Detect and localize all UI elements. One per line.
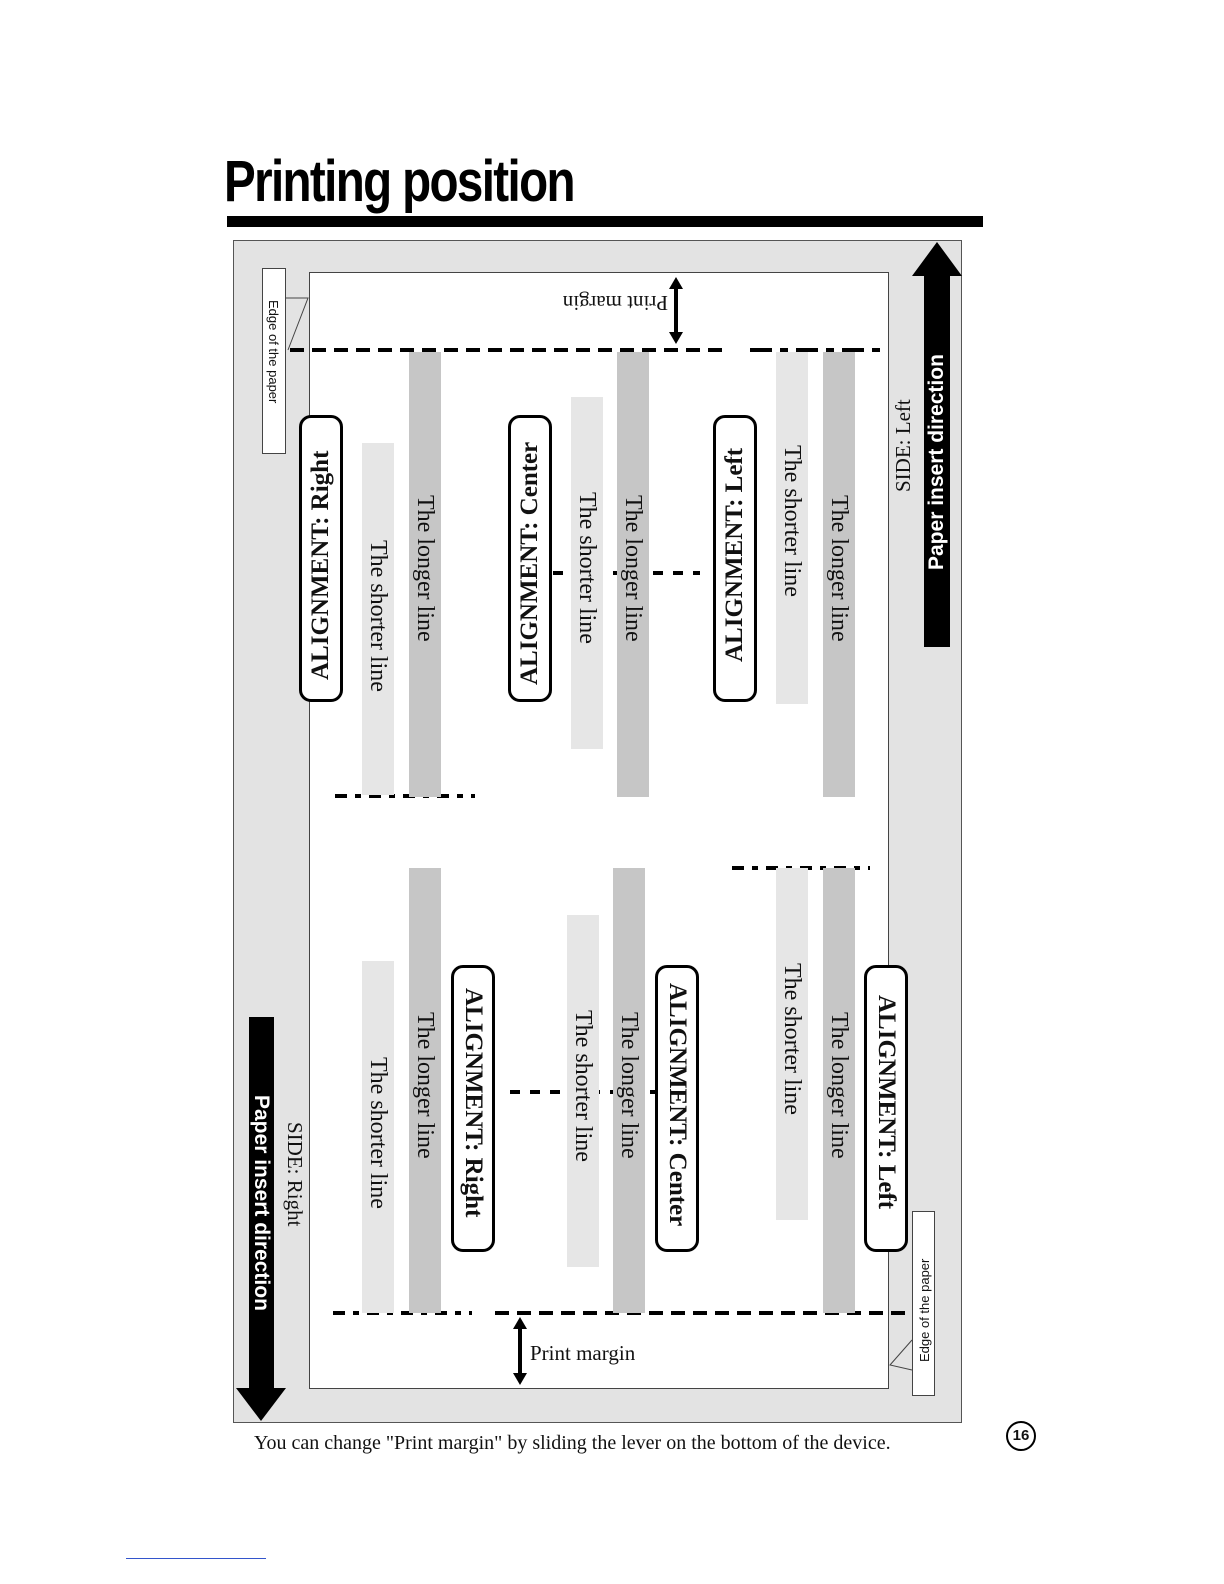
longer-line-label: The longer line <box>620 495 646 642</box>
alignment-center-label-upper: ALIGNMENT: Center <box>516 441 543 685</box>
shorter-line-label: The shorter line <box>365 540 391 692</box>
longer-line-label: The longer line <box>826 1012 852 1159</box>
longer-line-label: The longer line <box>412 495 438 642</box>
shorter-line-label: The shorter line <box>779 445 805 597</box>
alignment-left-label-lower: ALIGNMENT: Left <box>873 995 900 1210</box>
print-margin-label-bottom: Print margin <box>530 1341 636 1365</box>
longer-line-bar <box>823 868 855 1313</box>
alignment-right-label-lower: ALIGNMENT: Right <box>460 988 487 1218</box>
alignment-center-box-upper <box>508 415 552 702</box>
alignment-left-label-upper: ALIGNMENT: Left <box>721 447 748 662</box>
alignment-center-box-lower <box>655 965 699 1252</box>
longer-line-bar <box>613 868 645 1313</box>
side-left-label: SIDE: Left <box>891 399 915 492</box>
longer-line-label: The longer line <box>616 1012 642 1159</box>
longer-line-bar <box>617 352 649 797</box>
page-title: Printing position <box>224 149 576 214</box>
shorter-line-label: The shorter line <box>779 963 805 1115</box>
edge-label-top: Edge of the paper <box>266 300 281 404</box>
alignment-right-label-upper: ALIGNMENT: Right <box>307 450 334 680</box>
side-right-label: SIDE: Right <box>283 1122 307 1227</box>
alignment-left-box-upper <box>713 415 757 702</box>
paper-insert-label-top: Paper insert direction <box>925 354 948 570</box>
margin-arrows <box>513 277 683 1385</box>
alignment-right-box-upper <box>299 415 343 702</box>
longer-line-bar <box>409 868 441 1313</box>
shorter-line-label: The shorter line <box>574 492 600 644</box>
shorter-line-bar <box>362 443 394 795</box>
shorter-line-bar <box>776 868 808 1220</box>
alignment-right-box-lower <box>451 965 495 1252</box>
print-margin-label-top: Print margin <box>562 291 668 315</box>
shorter-line-bar <box>776 352 808 704</box>
shorter-line-label: The shorter line <box>570 1010 596 1162</box>
footer-rule <box>126 1558 266 1559</box>
edge-tab-top <box>262 268 286 454</box>
page-number: 16 <box>1006 1421 1036 1451</box>
insert-arrows <box>236 242 962 1421</box>
edge-label-bottom: Edge of the paper <box>917 1258 932 1362</box>
shorter-line-bar <box>362 961 394 1313</box>
longer-line-label: The longer line <box>826 495 852 642</box>
paper-insert-label-bottom: Paper insert direction <box>250 1095 273 1311</box>
longer-line-bar <box>823 352 855 797</box>
caption: You can change "Print margin" by sliding… <box>254 1432 891 1454</box>
shorter-line-bar <box>571 397 603 749</box>
longer-line-label: The longer line <box>412 1012 438 1159</box>
alignment-center-label-lower: ALIGNMENT: Center <box>664 983 691 1227</box>
title-rule <box>227 216 983 227</box>
alignment-left-box-lower <box>864 965 908 1252</box>
shorter-line-bar <box>567 915 599 1267</box>
edge-tab-bottom <box>912 1211 935 1396</box>
shorter-line-label: The shorter line <box>365 1057 391 1209</box>
longer-line-bar <box>409 352 441 797</box>
